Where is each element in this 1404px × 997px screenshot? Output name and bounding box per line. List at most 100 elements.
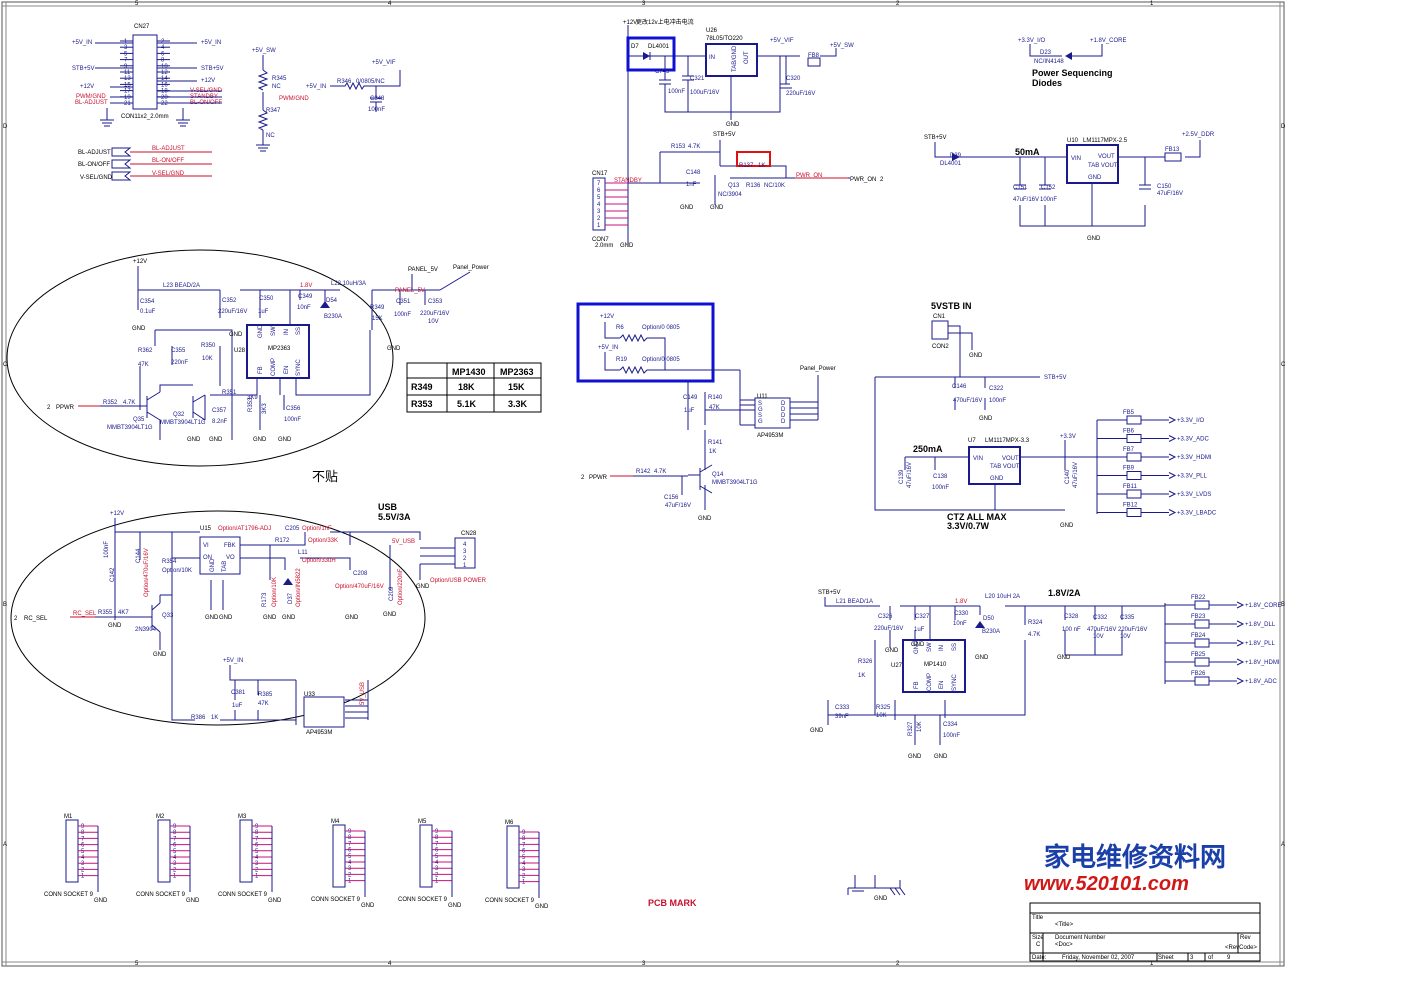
r173-val: Option/10K	[272, 577, 278, 607]
cn17-gnd: GND	[620, 243, 634, 249]
border-row-c: C	[3, 362, 8, 368]
usb-wires	[114, 518, 455, 620]
socket-pin: 3	[522, 867, 526, 873]
table-frame	[406, 362, 542, 413]
cn27-net-bladj: BL-ADJUST	[75, 100, 108, 106]
u27-gnd5: GND	[810, 728, 824, 734]
cn27-pin-right: 2	[161, 39, 165, 45]
d23-ref: D23	[1040, 50, 1052, 56]
diode-33v: +3.3V_I/O	[1018, 38, 1046, 44]
u26-part: 78L05/TO220	[706, 36, 743, 42]
c357-ref: C357	[212, 408, 227, 414]
c352-ref: C352	[222, 298, 237, 304]
fb8-bead	[807, 57, 821, 67]
u26-ref: U26	[706, 28, 718, 34]
cn28-pin: 1	[463, 563, 467, 569]
standby-gnd1: GND	[680, 205, 694, 211]
u27-pin-en: EN	[939, 681, 945, 689]
u7-stb: STB+5V	[1044, 375, 1067, 381]
u11-12v: +12V	[600, 314, 614, 320]
cn27-pin-right: 4	[161, 45, 165, 51]
r327-ref: R327	[908, 721, 914, 736]
r345-ref: R345	[272, 76, 287, 82]
c335-ref: C335	[1120, 615, 1135, 621]
r6-r19-resistors	[619, 333, 656, 375]
u33-body	[303, 696, 345, 728]
u7-fb-net: +3.3V_I/O	[1177, 418, 1205, 424]
border-col-2: 2	[896, 1, 900, 7]
panel-12v: +12V	[133, 259, 147, 265]
cn1-body	[931, 320, 949, 340]
c353-v10: 10V	[428, 319, 439, 325]
usb-gnd1: GND	[108, 623, 122, 629]
u11-gnd: GND	[698, 516, 712, 522]
r353-ref: R353	[248, 397, 254, 412]
usb-5vin: +5V_IN	[223, 658, 243, 664]
l21-label: L21 BEAD/1A	[836, 599, 873, 605]
panel-gnd5: GND	[229, 332, 243, 338]
u7-gnd-net3: GND	[1060, 523, 1074, 529]
d39-diode	[952, 153, 960, 161]
rev-value: <RevCode>	[1225, 945, 1258, 951]
title-block-frame	[1029, 902, 1261, 962]
socket-pin: 2	[348, 872, 352, 878]
q13-part: NC/3904	[718, 192, 742, 198]
r140-ref: R140	[708, 395, 723, 401]
usb-title: USB	[378, 502, 398, 512]
u7-fb-ref: FB11	[1123, 484, 1138, 490]
usb-gnd7: GND	[383, 612, 397, 618]
standby-block: STB+5V R153 4.7K R137 1K R136 NC/10K C14…	[592, 132, 884, 249]
u27-ref: U27	[891, 663, 903, 669]
net-12v-u26: +12V	[623, 20, 637, 26]
u26-wires	[627, 25, 837, 245]
c356-val: 100nF	[284, 417, 301, 423]
c139-val: 47uF/16V	[907, 462, 913, 488]
u10-gnd-net: GND	[1087, 236, 1101, 242]
c208-val: Option/470uF/16V	[335, 584, 384, 590]
title-label: Title	[1032, 915, 1044, 921]
u28-pin-fb: FB	[258, 366, 264, 374]
c354-val: 0.1uF	[140, 309, 156, 315]
diodes-title: Power Sequencing	[1032, 68, 1113, 78]
socket-pin: 2	[81, 867, 85, 873]
panel-gnd2: GND	[209, 437, 223, 443]
title-value: <Title>	[1055, 922, 1074, 928]
c156-val: 47uF/16V	[665, 503, 691, 509]
cn17-pin: 1	[597, 223, 601, 229]
socket-pin: 2	[435, 872, 439, 878]
sheet-total: 9	[1227, 955, 1231, 961]
border-row-b-right: B	[1281, 602, 1285, 608]
c348-ref: C348	[370, 96, 385, 102]
u26-cap-wires	[659, 56, 792, 120]
socket-label: CONN SOCKET 9	[44, 892, 94, 898]
socket-ref: M1	[64, 814, 73, 820]
u28-ref: U28	[234, 348, 246, 354]
socket-pin: 8	[81, 830, 85, 836]
r326-val: 1K	[858, 673, 865, 679]
socket-pin: 9	[255, 824, 259, 830]
socket-pin: 6	[348, 848, 352, 854]
c356-ref: C356	[286, 406, 301, 412]
r346-ref: R346	[337, 79, 352, 85]
c349-ref: C349	[298, 294, 313, 300]
socket-pin: 4	[173, 855, 177, 861]
u10-vout: VOUT	[1098, 154, 1115, 160]
usb-5v-net: 5V_USB	[392, 539, 415, 545]
cn28-pin: 4	[463, 542, 467, 548]
r137-highlight	[736, 151, 771, 167]
socket-ref: M6	[505, 820, 514, 826]
cn27-pin-left: 9	[124, 64, 128, 70]
c205-val: Option/1nF	[302, 526, 332, 532]
u28-pin-en: EN	[284, 366, 290, 374]
socket-pin: 1	[522, 880, 526, 886]
c352-val: 220uF/16V	[218, 309, 247, 315]
socket-pin: 9	[435, 829, 439, 835]
r137-ref: R137	[739, 163, 754, 169]
u11-part: AP4953M	[757, 433, 783, 439]
r19-val: Option/0 0805	[642, 357, 680, 363]
c327-ref: C327	[915, 614, 930, 620]
c321-ref: C321	[690, 76, 705, 82]
d7-highlight	[626, 36, 676, 72]
